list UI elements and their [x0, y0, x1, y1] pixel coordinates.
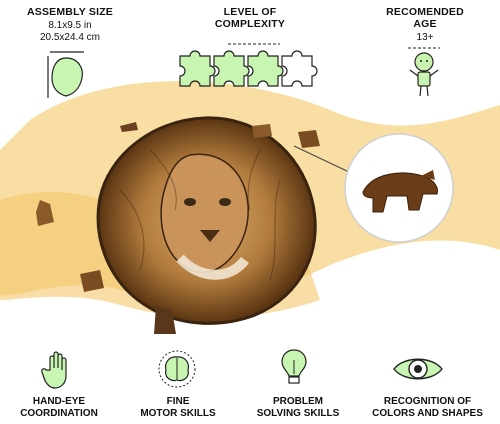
hand-icon — [41, 351, 67, 389]
loose-piece-5 — [298, 130, 320, 148]
age-title-line1: RECOMENDED — [386, 6, 464, 18]
brain-icon — [158, 350, 196, 388]
loose-piece-2 — [36, 200, 54, 226]
skill-label-1-line2: COORDINATION — [20, 408, 98, 419]
complexity-puzzle-pieces — [179, 43, 318, 87]
loose-piece-4 — [154, 306, 176, 334]
skill-label-2-line2: MOTOR SKILLS — [140, 408, 216, 419]
loose-piece-1 — [120, 122, 138, 132]
complexity-title-line2: COMPLEXITY — [214, 18, 286, 30]
assembly-size-cm: 20.5x24.4 cm — [39, 32, 101, 43]
age-value: 13+ — [416, 32, 434, 43]
loose-piece-3 — [80, 270, 104, 292]
assembly-size-title: ASSEMBLY SIZE — [26, 6, 114, 18]
skill-label-1-line1: HAND-EYE — [32, 396, 86, 407]
skill-label-2-line1: FINE — [166, 396, 190, 407]
assembly-size-inches: 8.1x9.5 in — [48, 20, 92, 31]
eye-icon — [393, 358, 443, 380]
child-figure-icon — [408, 47, 440, 97]
complexity-title-line1: LEVEL OF — [223, 6, 277, 18]
skill-label-4-line2: COLORS AND SHAPES — [372, 408, 483, 419]
lion-outline-size-icon — [47, 51, 84, 98]
zoomed-lion-piece — [344, 133, 454, 243]
lion-puzzle-image — [96, 116, 317, 325]
lightbulb-icon — [281, 349, 307, 384]
skill-label-3-line2: SOLVING SKILLS — [256, 408, 340, 419]
loose-piece-6 — [252, 124, 272, 138]
skill-label-3-line1: PROBLEM — [273, 396, 323, 407]
skill-label-4-line1: RECOGNITION OF — [383, 396, 472, 407]
age-title-line2: AGE — [413, 18, 437, 30]
